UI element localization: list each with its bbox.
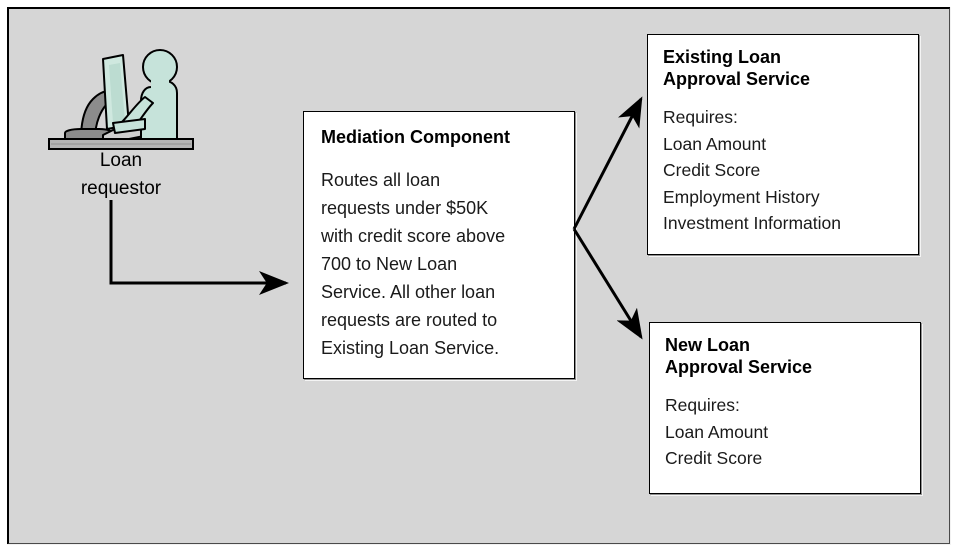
mediation-component-description: Routes all loan requests under $50K with… bbox=[321, 170, 506, 358]
actor-label: Loan requestor bbox=[80, 150, 162, 199]
diagram-frame: Loan requestor Mediation Component Route… bbox=[7, 7, 951, 545]
connector-mediation-to-existing bbox=[572, 96, 643, 230]
mediation-component-box[interactable]: Mediation Component Routes all loan requ… bbox=[303, 111, 575, 379]
mediation-component-title: Mediation Component bbox=[321, 127, 510, 147]
existing-loan-approval-service-title: Existing Loan Approval Service bbox=[663, 47, 811, 89]
connector-mediation-to-new bbox=[572, 228, 643, 340]
connector-requestor-to-mediation bbox=[109, 200, 289, 295]
existing-loan-approval-service-box[interactable]: Existing Loan Approval Service Requires:… bbox=[647, 34, 919, 255]
actor-loan-requestor: Loan requestor bbox=[41, 47, 211, 207]
new-loan-approval-service-requirements: Requires: Loan Amount Credit Score bbox=[665, 395, 769, 468]
person-at-computer-icon bbox=[48, 49, 194, 150]
existing-loan-approval-service-requirements: Requires: Loan Amount Credit Score Emplo… bbox=[663, 107, 841, 233]
new-loan-approval-service-box[interactable]: New Loan Approval Service Requires: Loan… bbox=[649, 322, 921, 494]
new-loan-approval-service-title: New Loan Approval Service bbox=[665, 335, 813, 377]
